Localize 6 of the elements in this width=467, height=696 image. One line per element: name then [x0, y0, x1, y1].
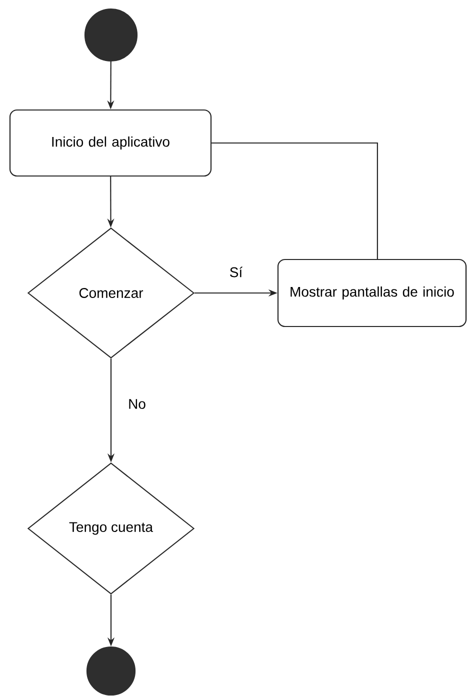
state-circle [84, 8, 138, 62]
edge-label: No [127, 398, 147, 410]
process-box: Mostrar pantallas de inicio [277, 258, 467, 328]
edge-label: Sí [228, 266, 244, 278]
state-circle [86, 646, 136, 696]
process-box: Inicio del aplicativo [9, 109, 212, 177]
